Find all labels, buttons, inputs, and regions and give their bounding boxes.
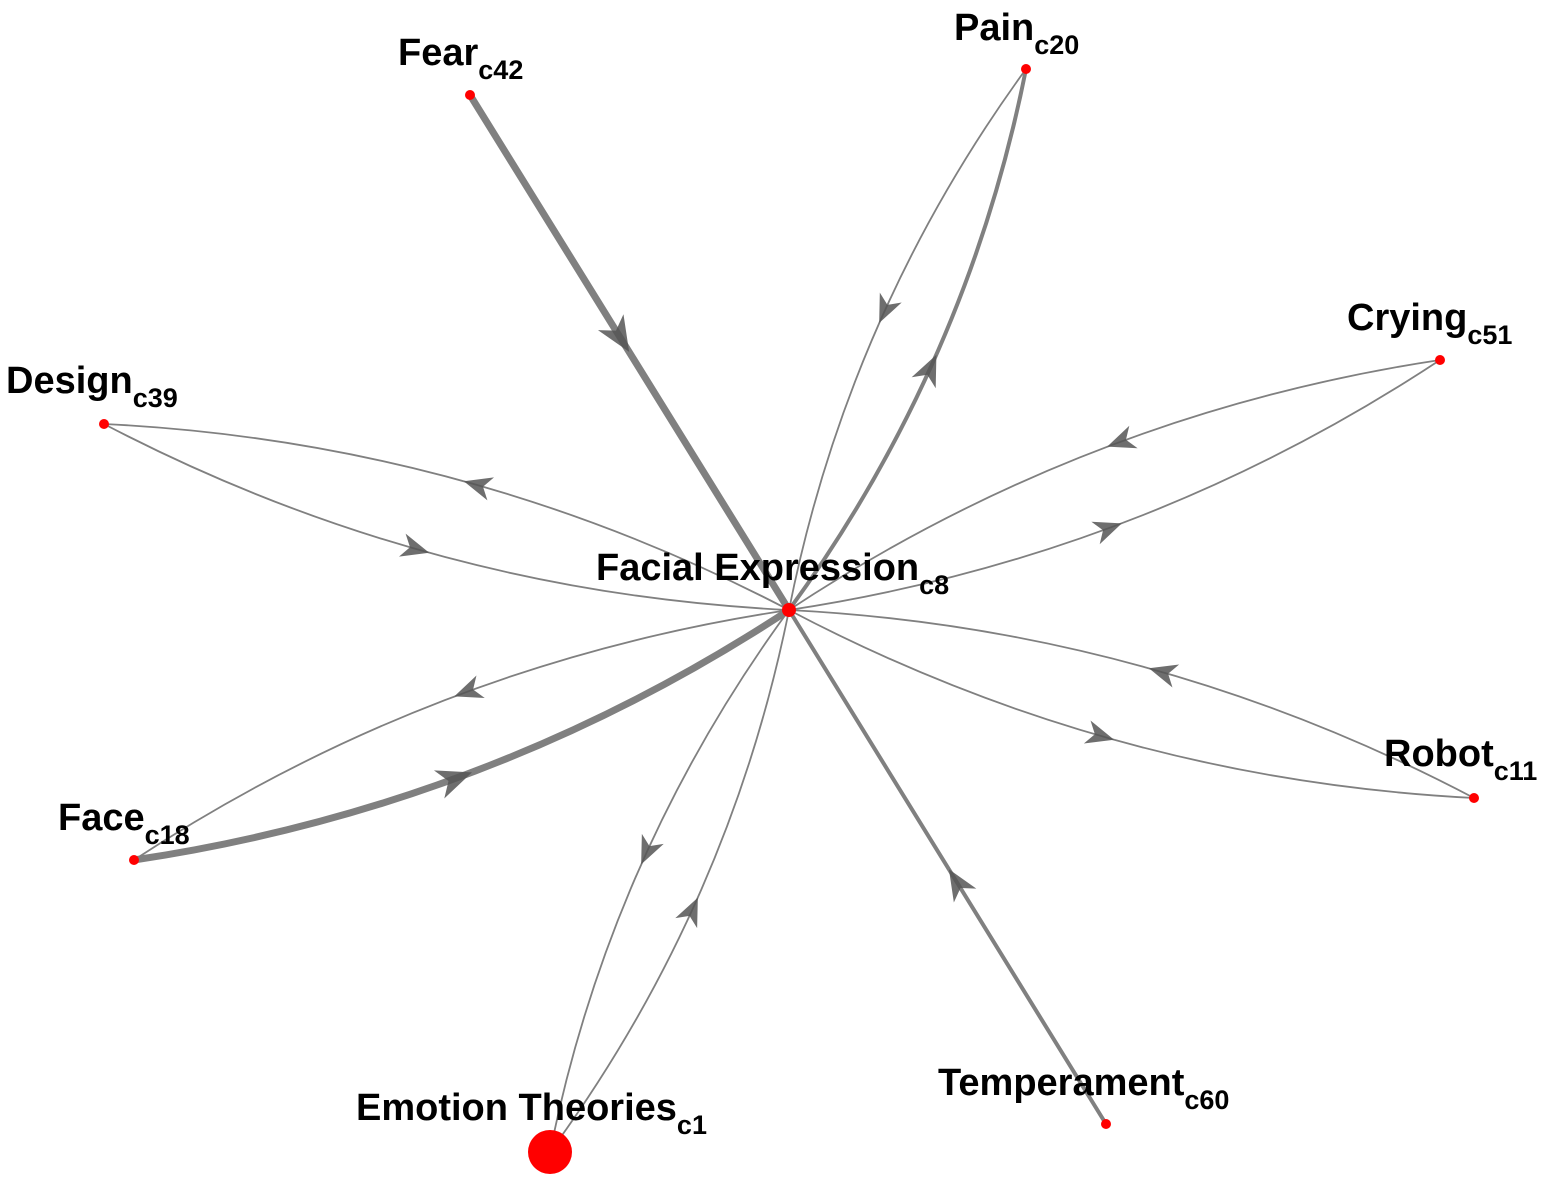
edge-center-to-pain [787, 67, 1028, 612]
label-design: Designc39 [6, 360, 178, 413]
arrowhead-crying-to-center [1107, 425, 1138, 449]
edge-center-to-design [103, 423, 790, 611]
label-face: Facec18 [58, 797, 190, 850]
arrowhead-center-to-crying [1091, 521, 1122, 545]
label-emotion-theories: Emotion Theoriesc1 [356, 1087, 707, 1140]
edge-crying-to-center [788, 359, 1441, 611]
edge-robot-to-center [788, 609, 1475, 799]
node-face [129, 855, 139, 865]
arrowhead-robot-to-center [1148, 664, 1180, 688]
label-center: Facial Expressionc8 [596, 547, 949, 600]
edge-center-to-crying [788, 359, 1441, 611]
arrowhead-temperament-to-center [948, 869, 977, 903]
node-center [782, 603, 796, 617]
edge-face-to-center [130, 606, 793, 864]
arrowhead-center-to-face [454, 675, 485, 699]
arrowhead-face-to-center [433, 770, 472, 799]
arrows-layer [398, 292, 1180, 929]
edge-pain-to-center [788, 68, 1027, 611]
node-temperament [1101, 1119, 1111, 1129]
label-fear: Fearc42 [398, 32, 523, 85]
labels-layer: Facial Expressionc8 Fearc42 Painc20 Cryi… [6, 7, 1537, 1140]
label-temperament: Temperamentc60 [938, 1062, 1229, 1115]
arrowhead-center-to-pain [911, 354, 937, 389]
edge-center-to-emotion [549, 609, 790, 1153]
node-fear [465, 90, 475, 100]
edges-layer [103, 67, 1475, 1153]
edge-center-to-face [133, 609, 790, 861]
label-pain: Painc20 [954, 7, 1079, 60]
label-crying: Cryingc51 [1347, 297, 1512, 350]
edge-fear-to-center [466, 91, 793, 614]
node-pain [1021, 64, 1031, 74]
label-robot: Robotc11 [1384, 733, 1537, 786]
node-robot [1469, 793, 1479, 803]
edge-design-to-center [103, 423, 790, 611]
edge-emotion-to-center [549, 609, 790, 1153]
node-design [99, 419, 109, 429]
arrowhead-pain-to-center [879, 292, 902, 324]
arrowhead-fear-to-center [597, 314, 630, 352]
arrowhead-design-to-center [398, 533, 430, 557]
node-emotion [528, 1130, 572, 1174]
arrowhead-center-to-robot [1083, 720, 1115, 744]
node-crying [1435, 355, 1445, 365]
edge-center-to-robot [788, 609, 1475, 799]
arrowhead-center-to-design [463, 477, 495, 501]
edge-temperament-to-center [787, 608, 1108, 1126]
arrowhead-center-to-emotion [641, 833, 664, 865]
nodes-layer [99, 64, 1479, 1174]
arrowhead-emotion-to-center [675, 897, 698, 929]
